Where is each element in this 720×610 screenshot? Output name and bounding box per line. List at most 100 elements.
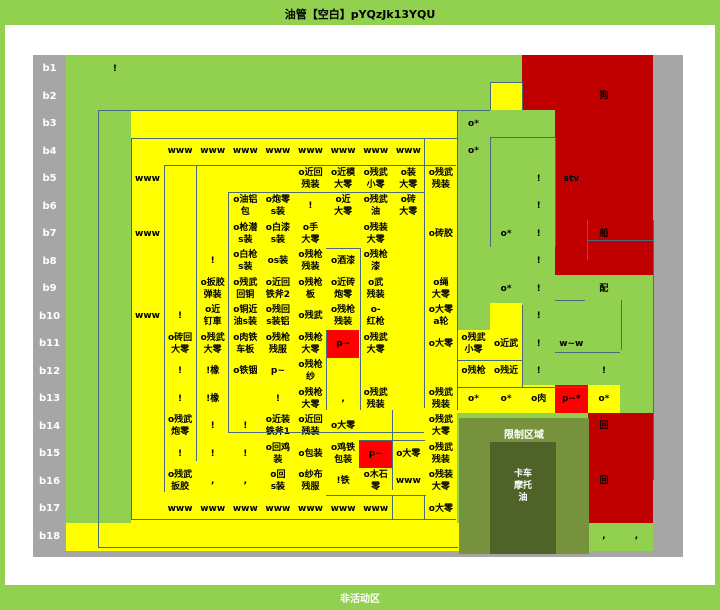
map-cell	[98, 275, 132, 303]
map-cell	[620, 495, 654, 523]
map-cell	[326, 467, 360, 496]
cell-label: o*	[468, 118, 479, 129]
map-cell	[587, 412, 621, 441]
wall-line	[424, 138, 457, 139]
map-cell	[98, 385, 132, 413]
map-cell	[163, 55, 197, 83]
map-cell	[587, 385, 621, 413]
cell-label: !	[112, 63, 117, 74]
map-cell	[620, 302, 654, 331]
map-cell	[392, 357, 426, 386]
cell-label: o残装 大零	[428, 470, 453, 493]
map-cell	[66, 357, 100, 386]
map-cell	[163, 412, 197, 441]
map-cell	[392, 440, 426, 468]
map-cell	[522, 275, 556, 303]
cell-label: o残武 残装	[363, 387, 388, 410]
map-cell	[98, 495, 132, 523]
cell-label: o大零	[428, 503, 453, 514]
wall-line	[326, 330, 327, 410]
map-cell	[424, 275, 458, 303]
cell-label: www	[363, 503, 389, 514]
row-header: b13	[38, 393, 61, 404]
cell-label: w~w	[559, 338, 584, 349]
column-header: a13	[463, 37, 484, 48]
map-cell	[163, 247, 197, 276]
map-cell	[326, 55, 360, 83]
cell-label: o近装 铁斧1	[265, 415, 291, 438]
row-header: b10	[38, 310, 61, 322]
map-cell	[294, 330, 328, 358]
cell-label: !	[178, 393, 183, 404]
map-cell	[261, 82, 295, 111]
column-header: a8	[303, 37, 318, 48]
map-cell	[131, 192, 165, 221]
map-cell	[261, 137, 295, 166]
cell-label: o鸡铁 包装	[331, 442, 356, 465]
map-cell	[294, 467, 328, 496]
cell-label: o纱布 残服	[298, 470, 323, 493]
map-cell	[131, 495, 165, 523]
map-cell	[424, 412, 458, 441]
wall-line	[228, 192, 229, 432]
cell-label: !橡	[206, 366, 220, 377]
map-cell	[555, 165, 589, 193]
map-cell	[229, 247, 263, 276]
cell-label: 船	[599, 228, 609, 239]
map-cell	[131, 137, 165, 166]
map-cell	[98, 522, 132, 551]
cell-label: o炮零 s装	[265, 195, 290, 218]
wall-line	[164, 165, 165, 492]
map-cell	[66, 440, 100, 468]
map-cell	[424, 330, 458, 358]
map-cell	[555, 110, 589, 138]
cell-label: ,	[210, 476, 215, 487]
row-header: b16	[38, 475, 61, 487]
map-cell	[196, 220, 230, 248]
cell-label: www	[232, 146, 258, 157]
map-cell	[457, 165, 491, 193]
map-cell	[522, 110, 556, 138]
map-cell	[587, 55, 621, 83]
map-cell	[196, 192, 230, 221]
wall-line	[457, 110, 490, 111]
cell-label: 配	[599, 283, 609, 294]
map-cell	[229, 330, 263, 358]
map-cell	[98, 302, 132, 331]
map-cell	[359, 357, 393, 386]
map-cell	[359, 330, 393, 358]
map-cell	[392, 55, 426, 83]
cell-label: o大零	[428, 338, 453, 349]
cell-label: p~*	[561, 393, 581, 404]
map-cell	[229, 385, 263, 413]
map-cell	[196, 247, 230, 276]
map-cell	[392, 412, 426, 441]
cell-label: o*	[500, 283, 512, 294]
map-cell	[229, 165, 263, 193]
map-cell	[424, 82, 458, 111]
map-cell	[587, 220, 621, 248]
map-cell	[131, 220, 165, 248]
wall-line	[228, 192, 424, 193]
row-header: b18	[38, 530, 61, 542]
map-cell	[326, 165, 360, 193]
column-header: a3	[140, 37, 155, 48]
map-cell	[66, 275, 100, 303]
map-cell	[359, 247, 393, 276]
map-cell	[294, 357, 328, 386]
non-build-label: 非建筑区	[340, 561, 380, 572]
cell-label: o铜近 油s装	[233, 305, 258, 328]
map-cell	[587, 137, 621, 166]
column-header: a4	[173, 37, 187, 48]
map-cell	[522, 330, 556, 358]
map-cell	[457, 275, 491, 303]
map-cell	[620, 55, 654, 83]
cell-label: o近 钉車	[203, 305, 222, 328]
column-header: a12	[430, 37, 452, 48]
column-header: a16	[560, 37, 582, 48]
cell-label: o包装	[298, 448, 323, 459]
map-cell	[359, 275, 393, 303]
map-cell	[392, 330, 426, 358]
map-cell	[522, 55, 556, 83]
map-cell	[294, 110, 328, 138]
